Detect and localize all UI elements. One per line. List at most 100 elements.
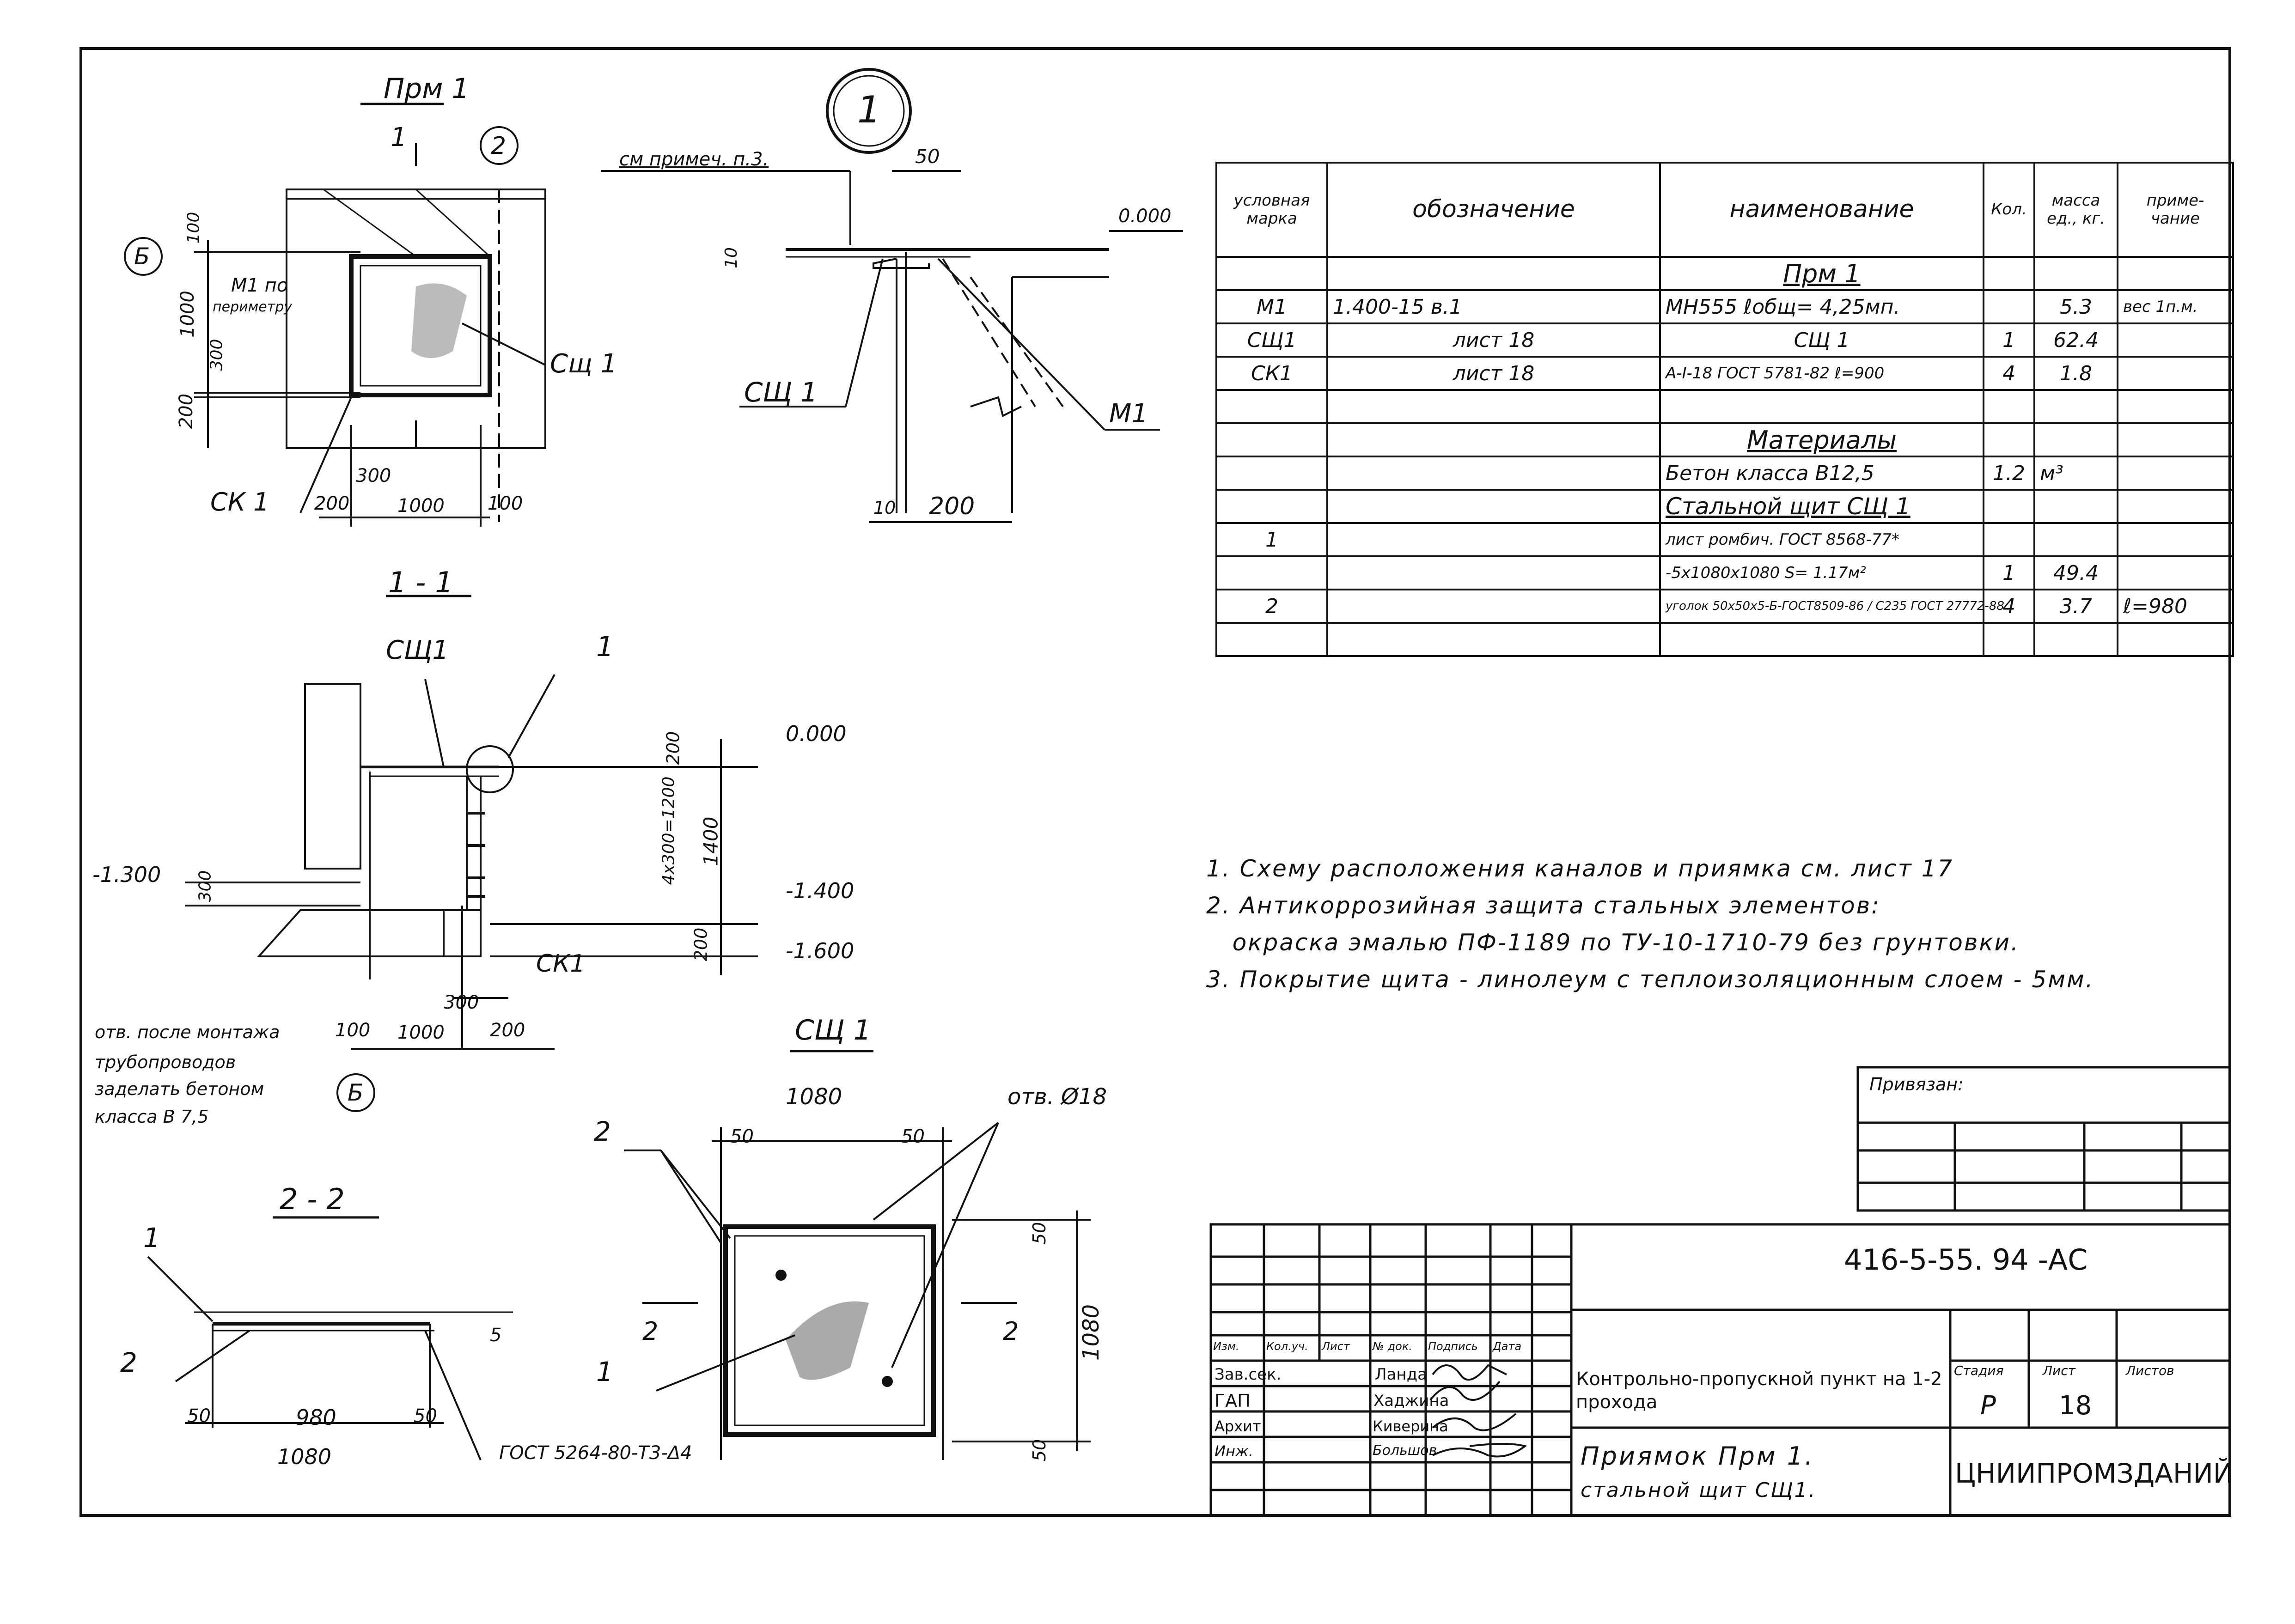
stage-value: Р [1980,1391,1996,1421]
node-title: 1 [857,88,881,131]
table-row: Прм 1 [1215,256,2234,291]
section-1-1-note: заделать бетоном [95,1079,264,1099]
bound-label: Привязан: [1869,1074,1964,1095]
spec-header-row: условная марка обозначение наименование … [1215,162,2234,258]
table-row: СК1 лист 18 А-I-18 ГОСТ 5781-82 ℓ=900 4 … [1215,356,2234,391]
project-name: Контрольно-пропускной пункт на 1-2 прохо… [1576,1369,1942,1413]
section-1-1-dim: 200 [490,1020,525,1041]
table-row: 1 лист ромбич. ГОСТ 8568-77* [1215,522,2234,557]
title-block-lines [1209,1066,2231,1517]
spec-cell-mark: СЩ1 [1215,322,1328,358]
note-item: окраска эмалью ПФ-1189 по ТУ-10-1710-79 … [1206,929,2020,956]
col-header: Кол.уч. [1266,1340,1308,1353]
section-1-1-level: -1.300 [92,862,161,887]
spec-header-mass: масса ед., кг. [2033,162,2118,258]
plan-dim: 1000 [177,291,198,338]
plan-dim: 300 [356,465,391,487]
spec-cell-qty: 4 [1983,356,2035,391]
section-1-1-dim: 100 [335,1020,371,1041]
table-row: СЩ1 лист 18 СЩ 1 1 62.4 [1215,322,2234,358]
spec-part-mark: 2 [1215,589,1328,624]
note-item: 1. Схему расположения каналов и приямка … [1206,855,1954,882]
node-detail-1 [601,68,1183,523]
section-1-1-dim: 200 [690,927,711,961]
node-level: 0.000 [1118,206,1172,227]
staff-name: Хаджина [1373,1392,1449,1410]
staff-name: Ланда [1375,1365,1427,1384]
section-2-2-title: 2 - 2 [280,1182,345,1216]
staff-role: Архит [1215,1417,1261,1435]
col-header: Подпись [1428,1340,1478,1353]
node-label-m1: М1 [1109,399,1148,429]
shield-label: 1 [596,1356,613,1387]
spec-cell-name: МН555 ℓобщ= 4,25мп. [1659,289,1984,324]
node-label-shield: СЩ 1 [744,377,818,408]
general-notes: 1. Схему расположения каналов и приямка … [1206,850,2246,998]
shield-label: 2 [594,1116,611,1147]
spec-material-qty: 1.2 [1983,456,2035,491]
spec-part-qty: 4 [1983,589,2035,624]
note-item: 3. Покрытие щита - линолеум с теплоизоля… [1206,966,2094,993]
plan-view [124,103,546,527]
sheet-label: Лист [2043,1363,2075,1378]
spec-cell-name: А-I-18 ГОСТ 5781-82 ℓ=900 [1659,356,1984,391]
spec-cell-doc: 1.400-15 в.1 [1326,289,1661,324]
section-1-1-dim: 1400 [699,816,722,866]
spec-cell-note: вес 1п.м. [2117,289,2234,324]
spec-cell-mark: СК1 [1215,356,1328,391]
plan-dim: 100 [184,212,203,244]
section-2-2-dim: 5 [490,1325,502,1346]
col-header: № док. [1373,1340,1412,1353]
specification-table: условная марка обозначение наименование … [1215,162,2234,657]
shield-dim: 50 [1029,1222,1050,1245]
section-1-1-level: 0.000 [786,721,847,746]
section-1-1-level: -1.600 [786,938,855,963]
section-1-1-note: трубопроводов [95,1052,236,1072]
spec-part-note: ℓ=980 [2117,589,2234,624]
col-header: Дата [1493,1340,1522,1353]
plan-cut-mark: 1 [391,122,407,152]
spec-header-name: наименование [1659,162,1984,258]
section-1-1-dim: 200 [663,731,684,765]
plan-m1-note-2: периметру [213,299,292,315]
spec-cell-doc: лист 18 [1326,356,1661,391]
section-2-2-dim: 50 [414,1405,437,1427]
section-2-2-label: 1 [143,1222,160,1253]
spec-cell-qty: 1 [1983,322,2035,358]
staff-role: Зав.сек. [1215,1365,1282,1384]
plan-title: Прм 1 [384,73,470,105]
spec-part-name: лист ромбич. ГОСТ 8568-77* [1659,522,1984,557]
table-row [1215,622,2234,657]
spec-material-unit: м³ [2033,456,2118,491]
drawing-frame [79,47,2231,1517]
shield-dim: 50 [730,1126,754,1147]
col-header: Изм. [1213,1340,1239,1353]
section-1-1-dim: 300 [444,992,479,1013]
spec-cell-qty [1983,289,2035,324]
table-row: 2 уголок 50х50х5-Б-ГОСТ8509-86 / С235 ГО… [1215,589,2234,624]
shield-dim: 50 [1029,1439,1050,1462]
spec-cell-mass: 5.3 [2033,289,2118,324]
spec-cell-doc: лист 18 [1326,322,1661,358]
spec-header-qty: Кол. [1983,162,2035,258]
spec-header-note: приме-чание [2117,162,2234,258]
shield-cut-left: 2 [642,1317,659,1346]
col-header: Лист [1322,1340,1350,1353]
section-1-1-dim: 1000 [397,1022,445,1043]
signatures [1429,1364,1527,1458]
section-2-2-label: 2 [120,1347,137,1378]
stage-label: Стадия [1954,1363,2004,1378]
section-1-1-note: класса В 7,5 [95,1107,209,1127]
spec-part-qty: 1 [1983,555,2035,590]
section-1-1-label-ck: СК1 [536,950,586,978]
plan-dim: 100 [488,493,523,514]
section-1-1-dim: 4х300=1200 [659,776,678,885]
table-row: М1 1.400-15 в.1 МН555 ℓобщ= 4,25мп. 5.3 … [1215,289,2234,324]
plan-dim: 200 [314,493,350,514]
plan-axis-callout: Б [134,243,150,270]
spec-part-name: уголок 50х50х5-Б-ГОСТ8509-86 / С235 ГОСТ… [1659,589,2004,624]
section-2-2 [147,1216,513,1460]
plan-dim: 300 [207,339,226,371]
spec-material-name: Стальной щит СЩ 1 [1659,489,1984,524]
